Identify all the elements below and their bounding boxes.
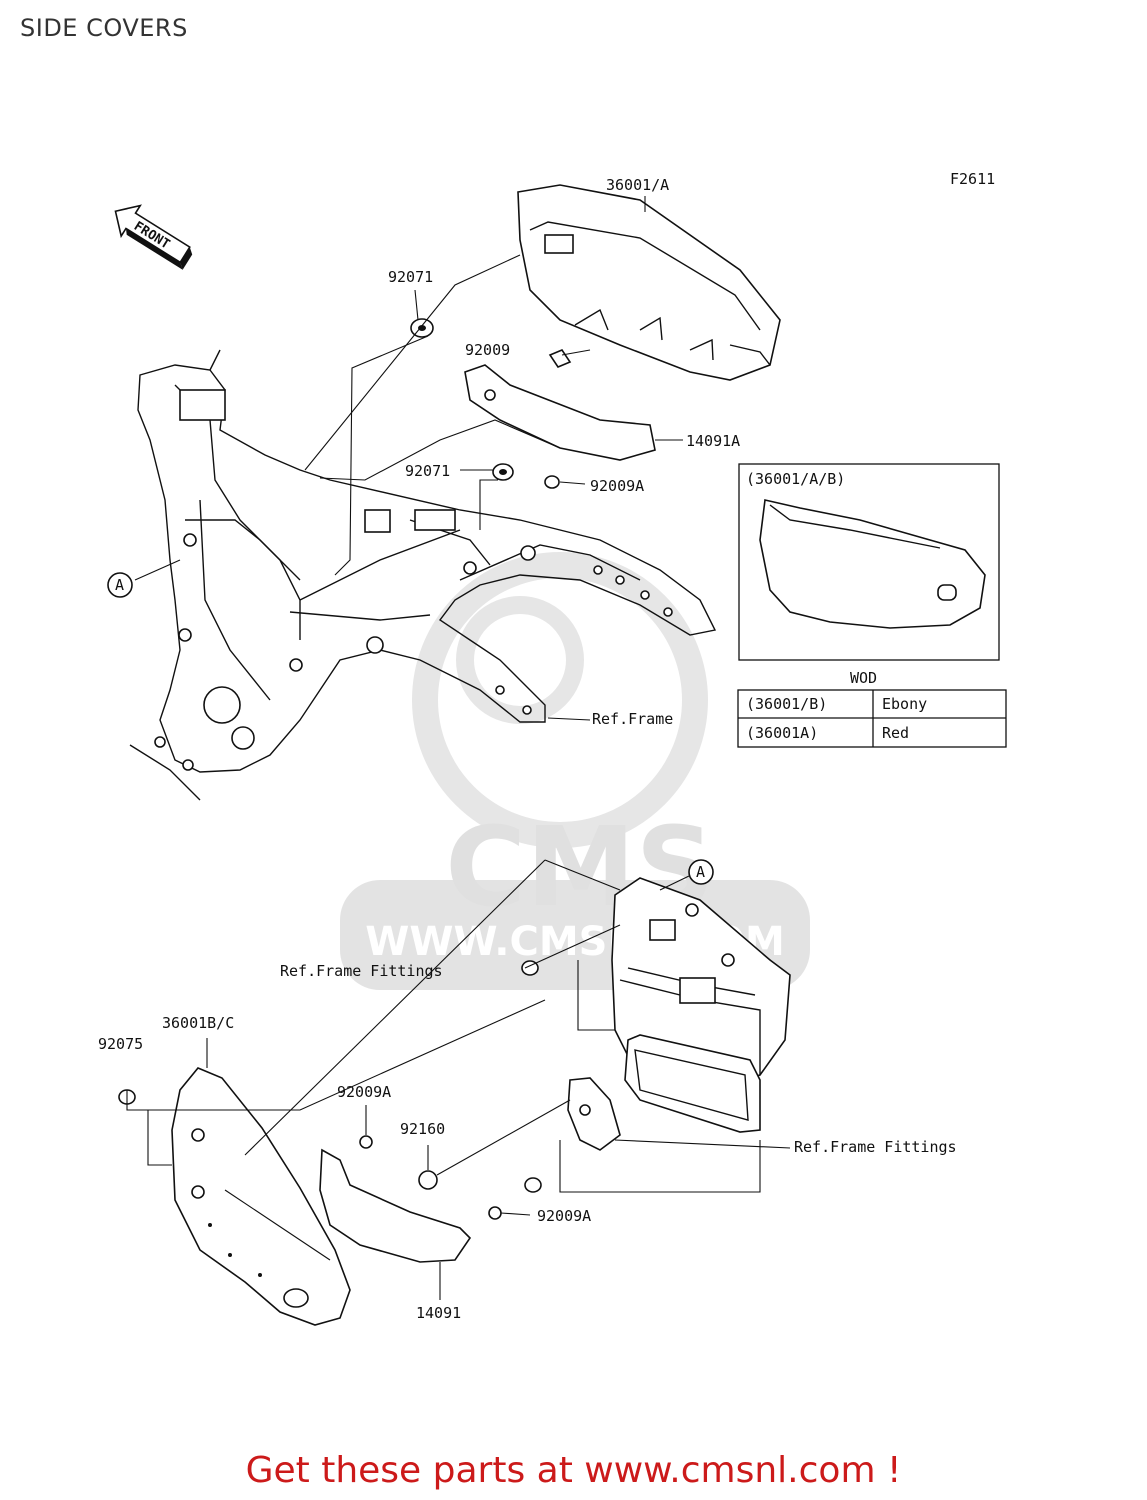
callout-14091: 14091: [416, 1304, 461, 1322]
color-table: (36001/B) Ebony (36001A) Red: [737, 689, 1007, 748]
inset-title: (36001/A/B): [746, 470, 845, 488]
ref-a-label-2: A: [696, 863, 705, 881]
motorcycle-frame: [129, 349, 717, 801]
color-row-2-color: Red: [882, 724, 909, 742]
callout-14091A: 14091A: [686, 432, 740, 450]
side-cover-bottom: [171, 1067, 351, 1326]
callout-92009A-bottom-2: 92009A: [537, 1207, 591, 1225]
color-row-1-color: Ebony: [882, 695, 927, 713]
callout-ref-frame-fittings-2: Ref.Frame Fittings: [794, 1138, 957, 1156]
bracket-assembly: [521, 877, 791, 1193]
bolt-92009A-top: [544, 475, 560, 489]
footer-cta-link[interactable]: Get these parts at www.cmsnl.com !: [245, 1450, 902, 1491]
ref-a-label-1: A: [115, 576, 124, 594]
parts-diagram: CMS WWW.CMSNL.COM F2611 FRONT: [98, 170, 1007, 1326]
front-arrow-icon: FRONT: [114, 204, 193, 270]
color-row-1-part: (36001/B): [746, 695, 827, 713]
callout-92009: 92009: [465, 341, 510, 359]
callout-92160: 92160: [400, 1120, 445, 1138]
figure-code: F2611: [950, 170, 995, 188]
inset-cover-drawing: [759, 499, 986, 629]
callout-36001-A: 36001/A: [606, 176, 669, 194]
callout-36001B-C: 36001B/C: [162, 1014, 234, 1032]
bolt-92009A-bottom-1: [359, 1135, 373, 1149]
callout-ref-frame-fittings-1: Ref.Frame Fittings: [280, 962, 443, 980]
bolt-92009: [548, 349, 572, 368]
trim-bottom: [319, 1148, 472, 1263]
trim-top: [464, 364, 656, 461]
callout-92071-top: 92071: [388, 268, 433, 286]
ref-a-marker-1: [107, 572, 133, 598]
callout-92075: 92075: [98, 1035, 143, 1053]
callout-92071-mid: 92071: [405, 462, 450, 480]
page-title: SIDE COVERS: [20, 14, 188, 42]
ref-a-marker-2: [688, 859, 714, 885]
side-cover-top: [517, 184, 781, 381]
color-row-2-part: (36001A): [746, 724, 818, 742]
callout-92009A-top: 92009A: [590, 477, 644, 495]
color-table-heading: WOD: [850, 669, 877, 687]
bolt-92009A-bottom-2: [488, 1206, 502, 1220]
callout-ref-frame: Ref.Frame: [592, 710, 673, 728]
callout-92009A-bottom-1: 92009A: [337, 1083, 391, 1101]
inset-box: [738, 463, 1000, 661]
washer-92160: [418, 1170, 438, 1190]
